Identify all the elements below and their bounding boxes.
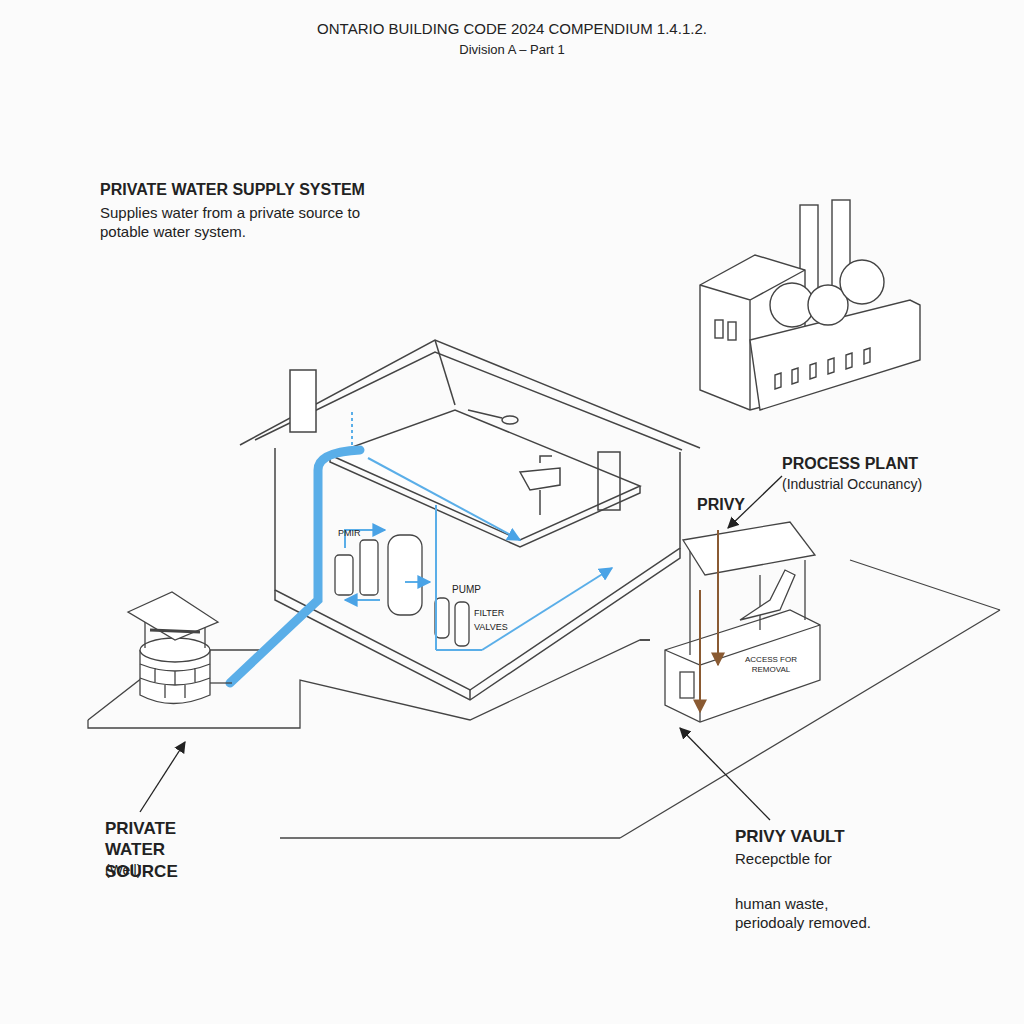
equipment xyxy=(335,535,469,646)
house-base xyxy=(275,548,680,700)
waste-arrow xyxy=(699,590,701,712)
window xyxy=(728,322,736,340)
shower-arm xyxy=(468,410,502,418)
water-pipes xyxy=(230,412,612,683)
privy-vault xyxy=(665,610,820,722)
flow-line xyxy=(435,505,437,650)
part-label: FILTER xyxy=(474,608,504,619)
waste-arrow xyxy=(717,530,719,665)
sink-stand xyxy=(539,490,541,515)
upper-floor xyxy=(330,455,640,547)
sink xyxy=(520,468,560,490)
shower-head xyxy=(502,416,518,424)
vault-edge xyxy=(665,625,820,722)
leader-arrow xyxy=(140,742,185,812)
subtitle: Division A – Part 1 xyxy=(0,42,1024,58)
flow-arrow xyxy=(345,599,380,601)
well-rim xyxy=(140,638,210,662)
window xyxy=(715,320,723,338)
flow-line xyxy=(436,649,482,651)
waste-flow xyxy=(700,530,718,712)
pressure-tank xyxy=(388,535,422,615)
part-label: ACCESS FOR REMOVAL xyxy=(740,655,802,675)
pump-body xyxy=(335,555,353,595)
part-label: PMIR xyxy=(338,528,361,539)
description: Supplies water from a private source to … xyxy=(100,204,372,242)
roof-ridge xyxy=(435,340,455,405)
title: ONTARIO BUILDING CODE 2024 COMPENDIUM 1.… xyxy=(0,20,1024,39)
chimney xyxy=(290,370,316,432)
well-roof xyxy=(128,592,218,640)
privy-seat xyxy=(740,570,795,620)
callout-note: (Industrial Occunancy) xyxy=(782,476,922,494)
house xyxy=(240,340,700,700)
upper-floor xyxy=(330,410,640,540)
part-label: VALVES xyxy=(474,622,508,633)
callout-note: (Well) xyxy=(105,862,141,880)
filter xyxy=(435,598,449,638)
brick-lines xyxy=(140,664,210,698)
ground-slab xyxy=(88,560,1000,838)
callout-note: human waste, periodoaly removed. xyxy=(735,895,885,933)
ground-edge xyxy=(280,610,1000,838)
process-plant xyxy=(700,200,920,410)
privy xyxy=(665,522,820,722)
leader-lines xyxy=(140,476,782,820)
callout-heading: PRIVY VAULT xyxy=(735,826,845,847)
part-label: PUMP xyxy=(452,584,481,597)
pump-body xyxy=(360,540,378,595)
ground-edge xyxy=(850,560,1000,610)
vault-door xyxy=(680,672,694,698)
well xyxy=(128,592,232,704)
callout-note: Recepctble for xyxy=(735,850,832,869)
filter xyxy=(455,602,469,646)
flow-arrow xyxy=(405,581,430,583)
supply-pipe xyxy=(230,450,360,683)
house-base xyxy=(469,690,471,700)
window xyxy=(775,348,870,389)
faucet xyxy=(540,456,552,463)
section-heading: PRIVATE WATER SUPPLY SYSTEM xyxy=(100,180,365,200)
privy-roof xyxy=(683,522,815,575)
callout-heading: PRIVY xyxy=(697,495,745,515)
well-outlet xyxy=(210,682,232,683)
callout-heading: PROCESS PLANT xyxy=(782,454,918,474)
window xyxy=(598,452,620,510)
tank xyxy=(840,260,884,304)
leader-arrow xyxy=(680,728,770,820)
shower-spray xyxy=(351,412,353,448)
well-crank xyxy=(150,630,200,632)
flow-arrow xyxy=(368,458,520,540)
